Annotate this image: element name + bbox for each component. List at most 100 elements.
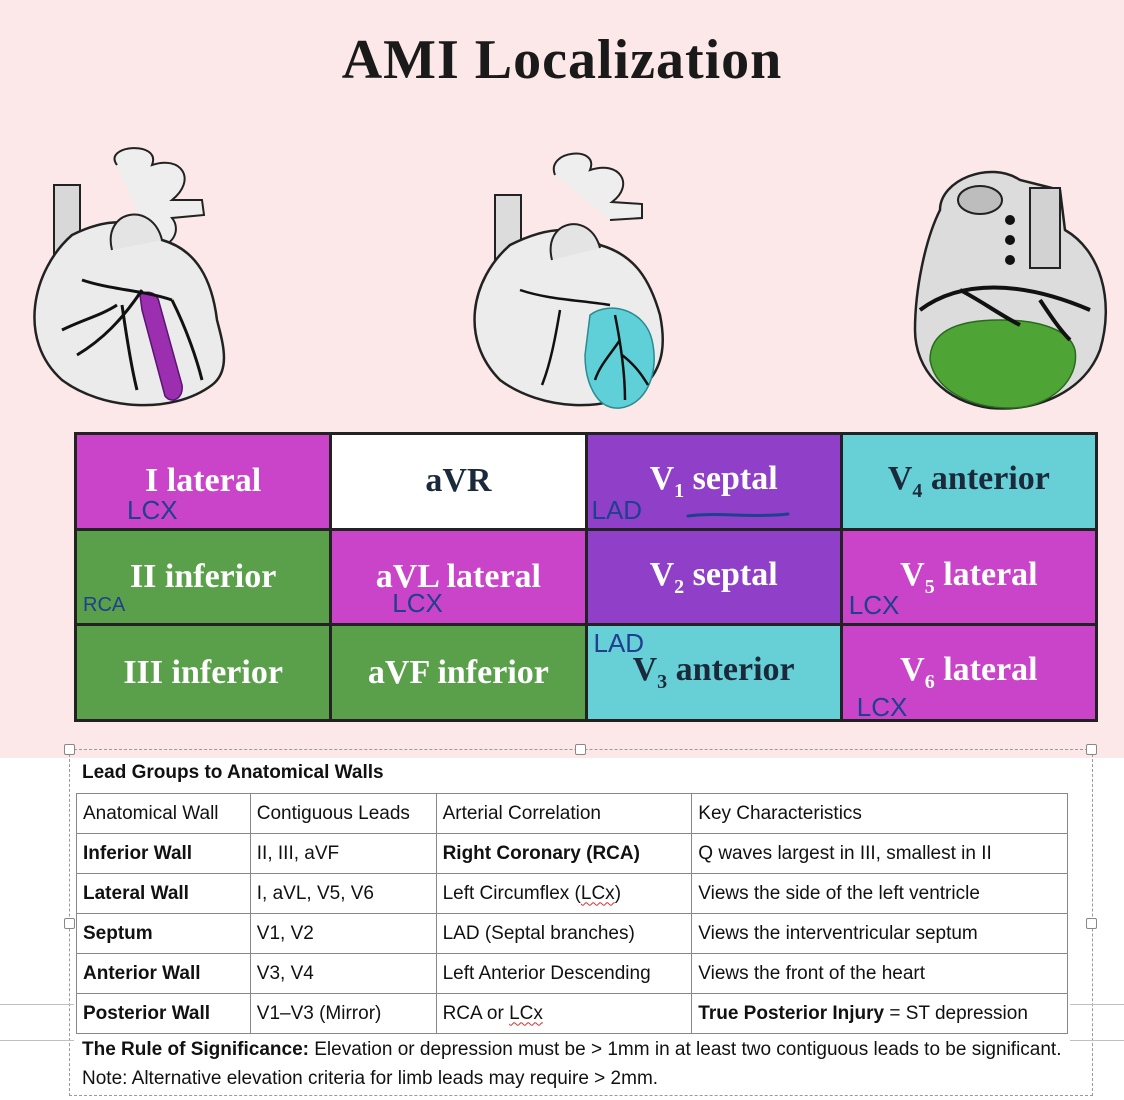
characteristics-cell: Views the side of the left ventricle (691, 873, 1068, 914)
artery-cell: Right Coronary (RCA) (442, 842, 640, 864)
wall-label: septal (692, 555, 778, 593)
spellcheck-mark: LCx (509, 1002, 543, 1024)
lead-subscript: 4 (912, 479, 923, 502)
wall-label: inferior (171, 653, 283, 691)
lead-name: I (145, 462, 159, 500)
lead-name: V (900, 555, 925, 593)
resize-handle-top-right[interactable] (1086, 744, 1097, 755)
wall-name: Septum (83, 922, 153, 944)
lead-name: V (900, 651, 925, 689)
header-cell: Contiguous Leads (249, 793, 437, 834)
page-rule-left-2 (0, 1040, 74, 1041)
characteristics-cell: Q waves largest in III, smallest in II (691, 833, 1068, 874)
lead-name: V (649, 555, 675, 593)
lead-cell: V3 anterior LAD (584, 623, 843, 722)
characteristics-cell: Views the front of the heart (691, 953, 1068, 994)
lead-name: V (887, 459, 913, 497)
wall-name: Lateral Wall (83, 882, 189, 904)
slide-title: AMI Localization (341, 29, 783, 91)
handwritten-underline (686, 512, 790, 518)
wall-label: inferior (437, 653, 549, 691)
lead-groups-table: Anatomical Wall Contiguous Leads Arteria… (76, 793, 1068, 1034)
header-cell: Anatomical Wall (76, 793, 251, 834)
handwritten-annotation: LAD (591, 494, 643, 525)
lead-cell: aVR (329, 432, 588, 531)
rule-label: The Rule of Significance: (82, 1039, 309, 1060)
handwritten-annotation: LCX (392, 588, 443, 619)
lead-name: II (129, 557, 157, 595)
artery-cell: LAD (Septal branches) (435, 913, 693, 954)
resize-handle-top[interactable] (575, 744, 586, 755)
lead-name: aVL (375, 557, 439, 595)
spellcheck-mark: LCx (580, 882, 615, 904)
lead-subscript: 2 (674, 575, 685, 598)
page-rule-right (1070, 1004, 1124, 1005)
wall-label: lateral (166, 462, 262, 500)
resize-handle-top-left[interactable] (64, 744, 75, 755)
lead-cell: III inferior (73, 623, 333, 722)
wall-name: Inferior Wall (83, 842, 193, 864)
leads-cell: V1–V3 (Mirror) (249, 993, 437, 1034)
lead-name: V (632, 651, 658, 689)
resize-handle-right[interactable] (1086, 918, 1097, 929)
leads-cell: I, aVL, V5, V6 (249, 873, 437, 914)
wall-label: anterior (675, 651, 795, 689)
wall-name: Posterior Wall (83, 1002, 211, 1024)
characteristics-cell: Views the interventricular septum (691, 913, 1068, 954)
lead-cell: aVF inferior (329, 623, 588, 722)
page-rule-right-2 (1070, 1040, 1124, 1041)
wall-name: Anterior Wall (83, 962, 201, 984)
wall-label: septal (692, 459, 778, 497)
lead-cell: V4 anterior (839, 432, 1099, 531)
table-row: Anterior Wall V3, V4 Left Anterior Desce… (76, 953, 1068, 994)
lead-name: III (123, 653, 164, 691)
lead-subscript: 6 (924, 671, 935, 694)
heart-inferior-icon (913, 170, 1107, 410)
artery-cell: Left Anterior Descending (435, 953, 693, 994)
handwritten-annotation: LCX (127, 494, 178, 525)
leads-cell: V1, V2 (249, 913, 437, 954)
handwritten-annotation: LAD (593, 628, 645, 659)
lead-name: aVF (367, 653, 429, 691)
wall-label: anterior (930, 459, 1050, 497)
leads-cell: V3, V4 (249, 953, 437, 994)
characteristics-cell: True Posterior Injury = ST depression (691, 993, 1068, 1034)
handwritten-annotation: RCA (83, 594, 126, 617)
artery-cell: RCA or LCx (435, 993, 693, 1034)
header-cell: Key Characteristics (691, 793, 1068, 834)
doc-heading: Lead Groups to Anatomical Walls (82, 762, 384, 783)
wall-label: lateral (943, 555, 1038, 593)
wall-label: lateral (943, 651, 1038, 689)
page-rule-left (0, 1004, 74, 1005)
table-row: Lateral Wall I, aVL, V5, V6 Left Circumf… (76, 873, 1068, 914)
lead-subscript: 3 (657, 671, 668, 694)
lead-name: V (649, 459, 675, 497)
artery-cell: Left Circumflex (LCx) (435, 873, 693, 914)
wall-label: lateral (446, 557, 541, 595)
table-header-row: Anatomical Wall Contiguous Leads Arteria… (76, 793, 1068, 834)
table-row: Posterior Wall V1–V3 (Mirror) RCA or LCx… (76, 993, 1068, 1034)
posterior-bold: True Posterior Injury (698, 1002, 885, 1024)
heart-lateral-icon (33, 147, 226, 407)
rule-of-significance: The Rule of Significance: Elevation or d… (82, 1035, 1082, 1093)
wall-label: inferior (164, 557, 277, 595)
rule-text: Elevation or depression must be > 1mm in… (82, 1039, 1062, 1089)
lead-subscript: 1 (674, 479, 685, 502)
header-cell: Arterial Correlation (435, 793, 693, 834)
leads-cell: II, III, aVF (249, 833, 437, 874)
lead-subscript: 5 (924, 575, 935, 598)
table-row: Septum V1, V2 LAD (Septal branches) View… (76, 913, 1068, 954)
resize-handle-left[interactable] (64, 918, 75, 929)
handwritten-annotation: LCX (848, 590, 900, 621)
posterior-rest: = ST depression (884, 1002, 1028, 1024)
